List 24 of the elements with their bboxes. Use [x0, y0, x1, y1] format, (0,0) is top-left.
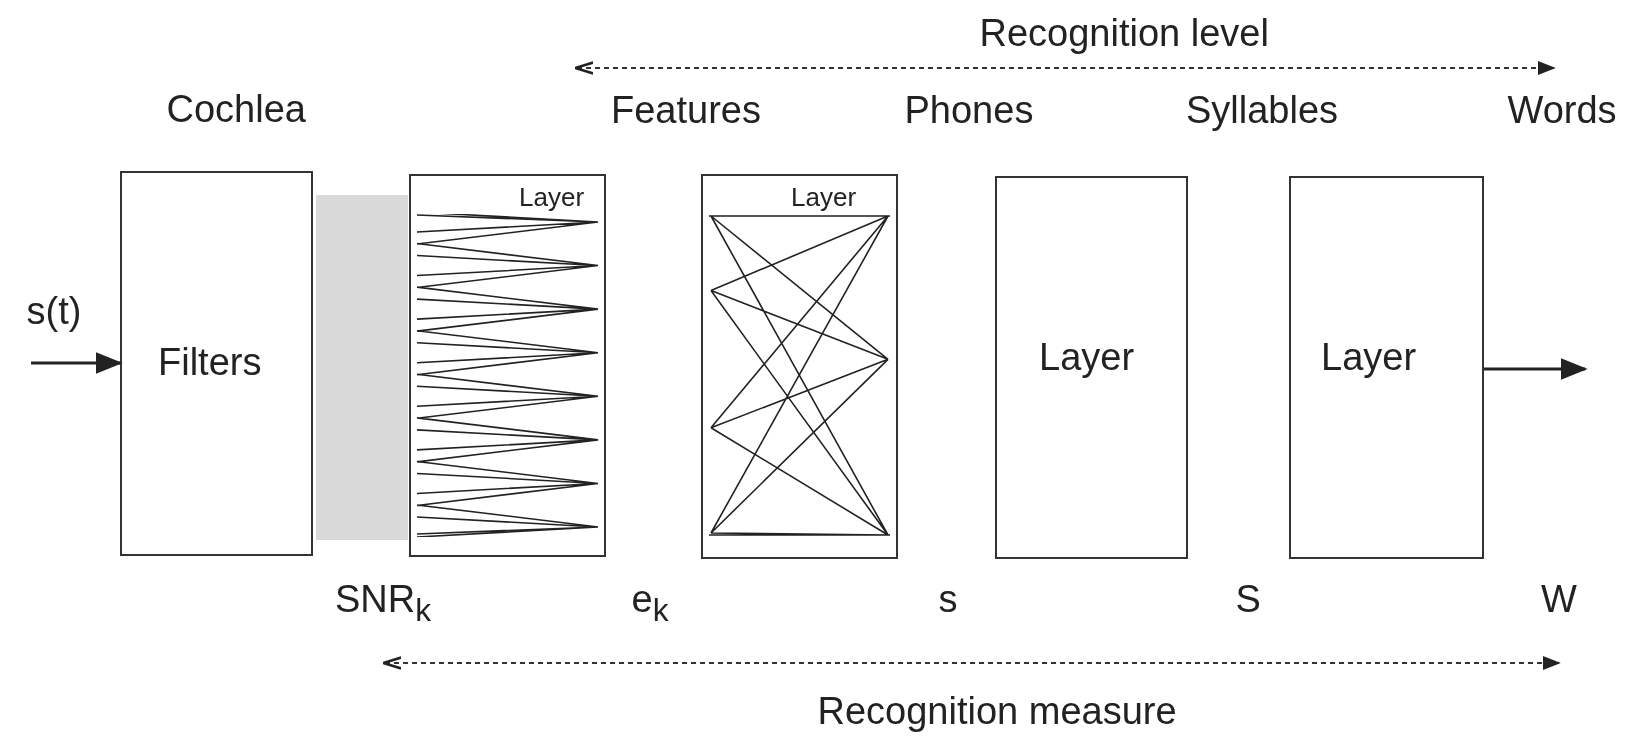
layer-box	[995, 176, 1188, 559]
arrow	[31, 352, 123, 374]
text-label: Recognition measure	[817, 692, 1177, 730]
text-label: Features	[611, 91, 761, 129]
arrow	[1484, 358, 1588, 380]
layer-box	[701, 174, 898, 559]
text-label: Syllables	[1186, 91, 1339, 129]
text-label: Words	[1507, 91, 1617, 129]
layer-box	[409, 174, 606, 557]
text-label: s	[938, 580, 958, 618]
text-label: Recognition level	[979, 14, 1269, 52]
layer-box	[1289, 176, 1484, 559]
text-label: W	[1541, 580, 1577, 618]
box-label: Filters	[158, 343, 262, 381]
filter-box	[120, 171, 313, 556]
text-label: SNR$_{k}$	[335, 580, 432, 627]
text-label: Phones	[904, 91, 1034, 129]
shaded-band	[316, 195, 408, 540]
box-label: Layer	[1039, 338, 1135, 376]
text-label: S	[1235, 580, 1261, 618]
text-label: Cochlea	[166, 90, 306, 128]
text-label: e$_{k}$	[631, 580, 669, 627]
text-label: s(t)	[26, 292, 82, 330]
box-label: Layer	[1321, 338, 1417, 376]
